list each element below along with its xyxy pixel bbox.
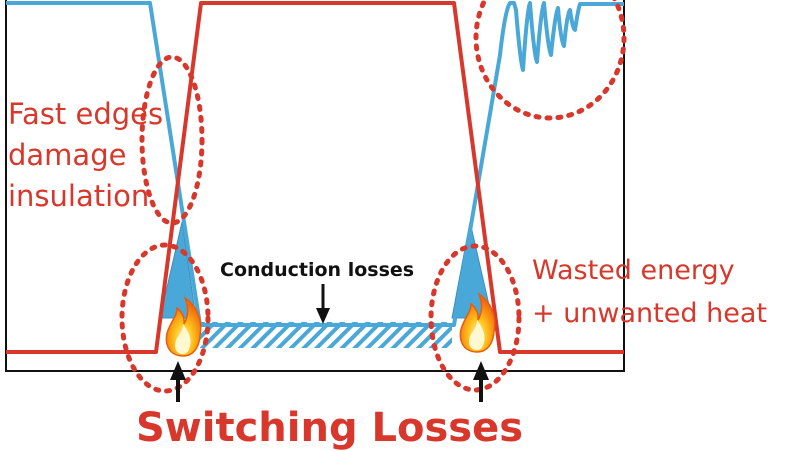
arrow-up-icon (473, 361, 489, 402)
arrow-down-icon (316, 284, 330, 324)
wasted-energy-label: Wasted energy + unwanted heat (532, 255, 767, 329)
switching-losses-title: Switching Losses (136, 405, 524, 451)
fast-edge-callout-ellipse (139, 54, 205, 226)
fire-icon (165, 296, 202, 357)
voltage-waveform (6, 1, 624, 327)
ringing-callout-ellipse (473, 0, 627, 121)
current-waveform (6, 1, 624, 354)
plot-frame (5, 0, 625, 372)
switching-loss-ellipse-right (428, 243, 522, 393)
fast-edges-label: Fast edges damage insulation (8, 97, 164, 213)
arrow-up-icon (170, 361, 186, 402)
conduction-losses-label: Conduction losses (220, 259, 415, 281)
switching-loss-ellipse-left (119, 242, 211, 394)
fire-icon (459, 292, 496, 353)
